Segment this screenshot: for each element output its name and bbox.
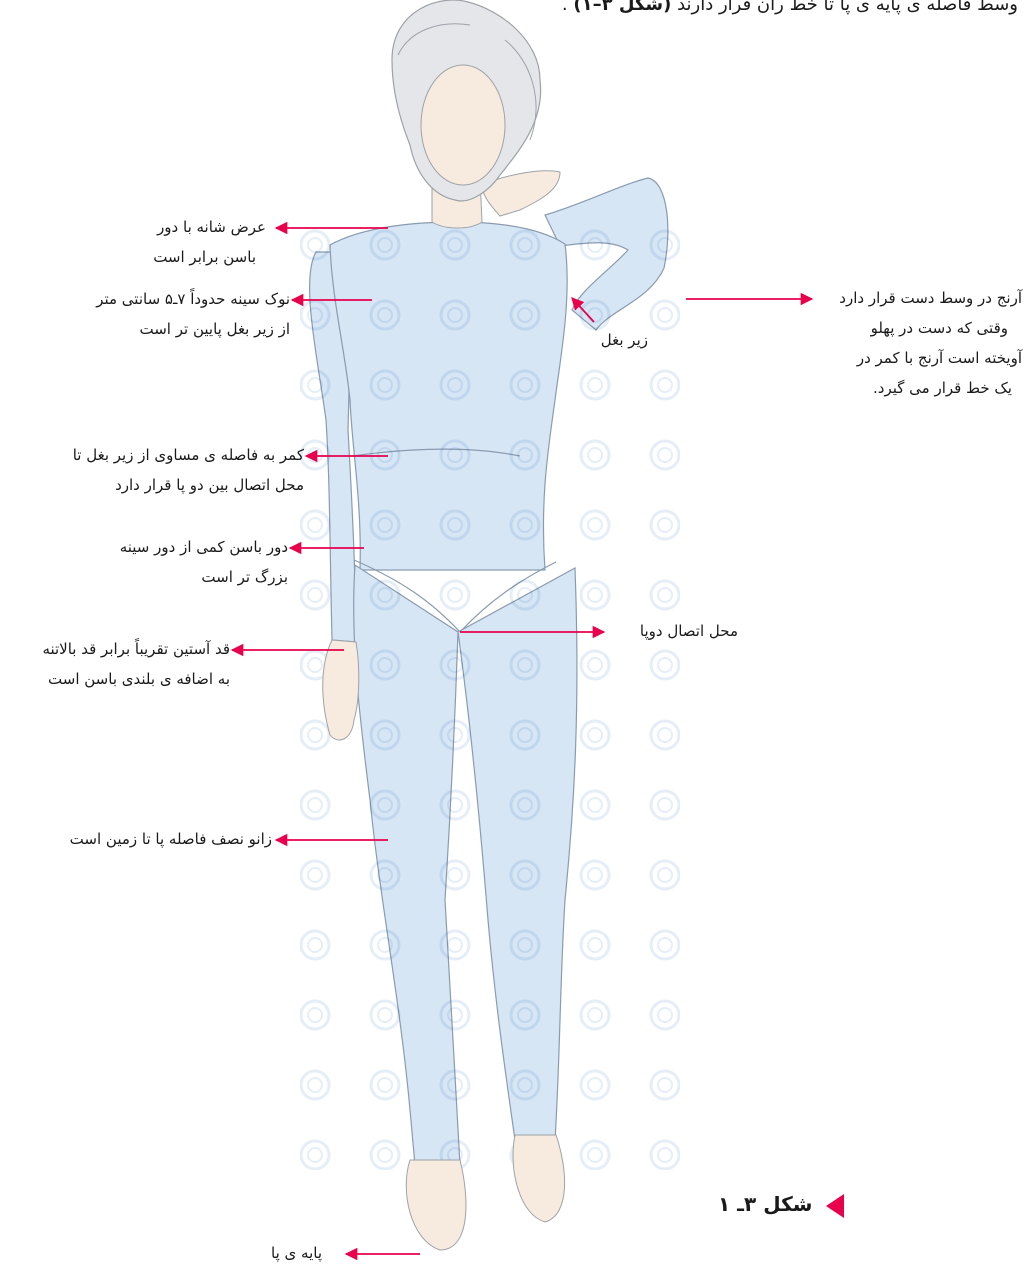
label-hip: دور باسن کمی از دور سینه بزرگ تر است: [120, 532, 288, 592]
label-line: محل اتصال بین دو پا قرار دارد: [73, 470, 304, 500]
caption-marker-icon: [826, 1194, 844, 1218]
label-footbase: پایه ی پا: [271, 1238, 322, 1268]
label-line: پایه ی پا: [271, 1238, 322, 1268]
label-line: محل اتصال دوپا: [640, 616, 738, 646]
label-line: زیر بغل: [601, 325, 648, 355]
label-sleeve: قد آستین تقریباً برابر قد بالاتنه به اضا…: [42, 634, 230, 694]
label-line: زانو نصف فاصله پا تا زمین است: [70, 824, 272, 854]
label-line: قد آستین تقریباً برابر قد بالاتنه: [42, 634, 230, 664]
label-underarm: زیر بغل: [601, 325, 648, 355]
label-line: وقتی که دست در پهلو: [839, 313, 1008, 343]
label-crotch: محل اتصال دوپا: [640, 616, 738, 646]
label-line: کمر به فاصله ی مساوی از زیر بغل تا: [73, 440, 304, 470]
label-line: به اضافه ی بلندی باسن است: [42, 664, 230, 694]
label-bust: نوک سینه حدوداً ۷ـ۵ سانتی متر از زیر بغل…: [96, 284, 290, 344]
label-line: آرنج در وسط دست قرار دارد: [839, 283, 1022, 313]
label-knee: زانو نصف فاصله پا تا زمین است: [70, 824, 272, 854]
label-line: دور باسن کمی از دور سینه: [120, 532, 288, 562]
label-shoulder: عرض شانه با دور باسن برابر است: [153, 212, 266, 272]
label-line: بزرگ تر است: [120, 562, 288, 592]
label-line: از زیر بغل پایین تر است: [96, 314, 290, 344]
label-line: عرض شانه با دور: [153, 212, 266, 242]
label-waist: کمر به فاصله ی مساوی از زیر بغل تا محل ا…: [73, 440, 304, 500]
head: [392, 0, 541, 201]
face-shape: [421, 65, 505, 185]
label-line: یک خط قرار می گیرد.: [839, 373, 1012, 403]
figure-caption: شکل ۳ـ ۱: [718, 1192, 812, 1216]
label-line: نوک سینه حدوداً ۷ـ۵ سانتی متر: [96, 284, 290, 314]
label-line: آویخته است آرنج با کمر در: [839, 343, 1022, 373]
label-elbow: آرنج در وسط دست قرار دارد وقتی که دست در…: [839, 283, 1022, 403]
label-line: باسن برابر است: [153, 242, 256, 272]
